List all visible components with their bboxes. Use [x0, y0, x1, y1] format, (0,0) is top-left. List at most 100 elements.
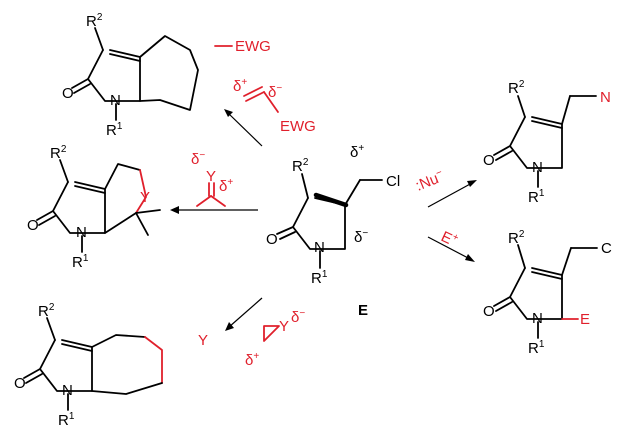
center-cl-label: Cl — [386, 173, 400, 190]
nucleophile-label: :Nu− — [413, 167, 447, 195]
epoxide-ring — [263, 325, 280, 342]
epoxide-delta-plus: δ+ — [245, 351, 259, 369]
tr-o-label: O — [483, 152, 495, 169]
ml-r2-label: R2 — [50, 144, 67, 162]
tl-ewg-label: EWG — [235, 38, 271, 55]
tr-n-label: N — [532, 159, 543, 176]
bottom-left-product: R2 O N R1 Y — [14, 302, 208, 429]
alkene-delta-minus: δ− — [268, 83, 282, 101]
tl-co-bond — [71, 78, 89, 89]
carbonyl-arm-right — [210, 195, 226, 207]
ml-ring-top — [104, 163, 141, 190]
central-molecule: R2 O N R1 Cl δ+ δ− E — [266, 143, 400, 319]
top-right-product: R2 O N R1 N — [483, 79, 611, 206]
reagent-epoxide: Y δ− δ+ — [245, 308, 305, 369]
reagent-electrophile: E+ — [438, 227, 460, 250]
alkene-ewg-bond — [263, 91, 279, 113]
center-co-bond2 — [279, 231, 296, 240]
br-double-bond — [531, 271, 563, 280]
arrow-to-top-left — [227, 112, 263, 147]
electrophile-label: E+ — [438, 227, 460, 250]
center-co-bond — [276, 226, 294, 235]
tr-ch2-bond — [561, 95, 571, 125]
epoxide-y-label: Y — [279, 318, 289, 335]
carbonyl-delta-plus: δ+ — [219, 177, 233, 195]
ml-n-label: N — [76, 224, 87, 241]
tl-carbocycle — [139, 35, 199, 111]
ml-co-bond2 — [38, 215, 56, 226]
ml-ring-close — [104, 212, 137, 234]
tr-r2-label: R2 — [508, 79, 525, 97]
ml-double-bond — [74, 185, 106, 194]
tr-double-bond — [531, 120, 563, 129]
ml-co-bond — [36, 210, 54, 221]
alkene-bond-2 — [245, 91, 265, 102]
br-r2-bond — [517, 244, 526, 269]
bl-co-bond2 — [25, 373, 43, 384]
alkene-ewg-label: EWG — [280, 118, 316, 135]
tr-co-bond — [493, 145, 511, 156]
bl-co-bond — [23, 368, 41, 379]
bottom-right-product: R2 O N R1 E C — [483, 229, 612, 357]
ml-y-label: Y — [140, 189, 150, 206]
bl-o-label: O — [14, 375, 26, 392]
center-r2-label: R2 — [292, 157, 309, 175]
tl-n-label: N — [110, 92, 121, 109]
tr-nu-label: N — [600, 89, 611, 106]
bl-r2-bond — [46, 317, 56, 341]
ml-methyl2 — [135, 209, 161, 214]
ml-methyl1 — [135, 212, 149, 236]
compound-label: E — [358, 302, 368, 319]
tl-r2-bond — [94, 27, 104, 51]
center-n-label: N — [314, 239, 325, 256]
bl-r2-label: R2 — [38, 302, 55, 320]
center-delta-plus: δ+ — [350, 143, 364, 161]
alkene-delta-plus: δ+ — [233, 77, 247, 95]
center-delta-minus: δ− — [354, 228, 368, 246]
reagent-alkene: δ+ δ− EWG — [233, 77, 316, 135]
tr-co-bond2 — [495, 150, 513, 161]
reaction-arrows — [170, 109, 477, 331]
bl-double-bond — [61, 343, 93, 352]
arrowhead-top-left — [224, 109, 233, 117]
carbonyl-y-label: Y — [206, 168, 216, 185]
br-lactam-ring — [509, 267, 563, 320]
epoxide-delta-minus: δ− — [291, 308, 305, 326]
arrowhead-top-right — [467, 180, 477, 187]
br-e-label: E — [580, 311, 590, 328]
mid-left-product: R2 O N R1 Y — [27, 144, 161, 271]
tl-lactam-ring — [87, 49, 141, 102]
ml-ring-y — [135, 169, 147, 214]
ml-o-label: O — [27, 217, 39, 234]
arrow-to-top-right — [427, 182, 473, 208]
tr-r2-bond — [517, 95, 526, 118]
br-n-label: N — [532, 310, 543, 327]
tr-lactam-ring — [509, 116, 563, 169]
center-r1-label: R1 — [311, 269, 328, 287]
reagent-nucleophile: :Nu− — [413, 167, 447, 195]
br-r2-label: R2 — [508, 229, 525, 247]
arrowhead-bottom-right — [465, 254, 475, 262]
tl-o-label: O — [62, 85, 74, 102]
reagent-carbonyl: δ− Y δ+ — [191, 150, 233, 207]
bl-y-label: Y — [198, 332, 208, 349]
arrow-to-bottom-right — [427, 236, 471, 260]
br-ch2-bond — [561, 247, 572, 276]
center-o-label: O — [266, 231, 278, 248]
tr-r1-label: R1 — [528, 188, 545, 206]
br-r1-label: R1 — [528, 339, 545, 357]
br-co-bond — [493, 296, 511, 307]
center-double-bond — [313, 192, 349, 208]
bl-ring-y — [144, 336, 163, 384]
carbonyl-delta-minus: δ− — [191, 150, 205, 168]
center-r2-bond — [301, 173, 309, 199]
top-left-product: R2 O N R1 EWG — [62, 12, 271, 139]
carbonyl-arm-left — [196, 195, 212, 207]
br-c-label: C — [601, 240, 612, 257]
br-o-label: O — [483, 303, 495, 320]
bl-n-label: N — [62, 382, 73, 399]
tl-double-bond — [109, 53, 141, 62]
ml-lactam-ring — [52, 181, 106, 234]
bl-r1-label: R1 — [58, 411, 75, 429]
